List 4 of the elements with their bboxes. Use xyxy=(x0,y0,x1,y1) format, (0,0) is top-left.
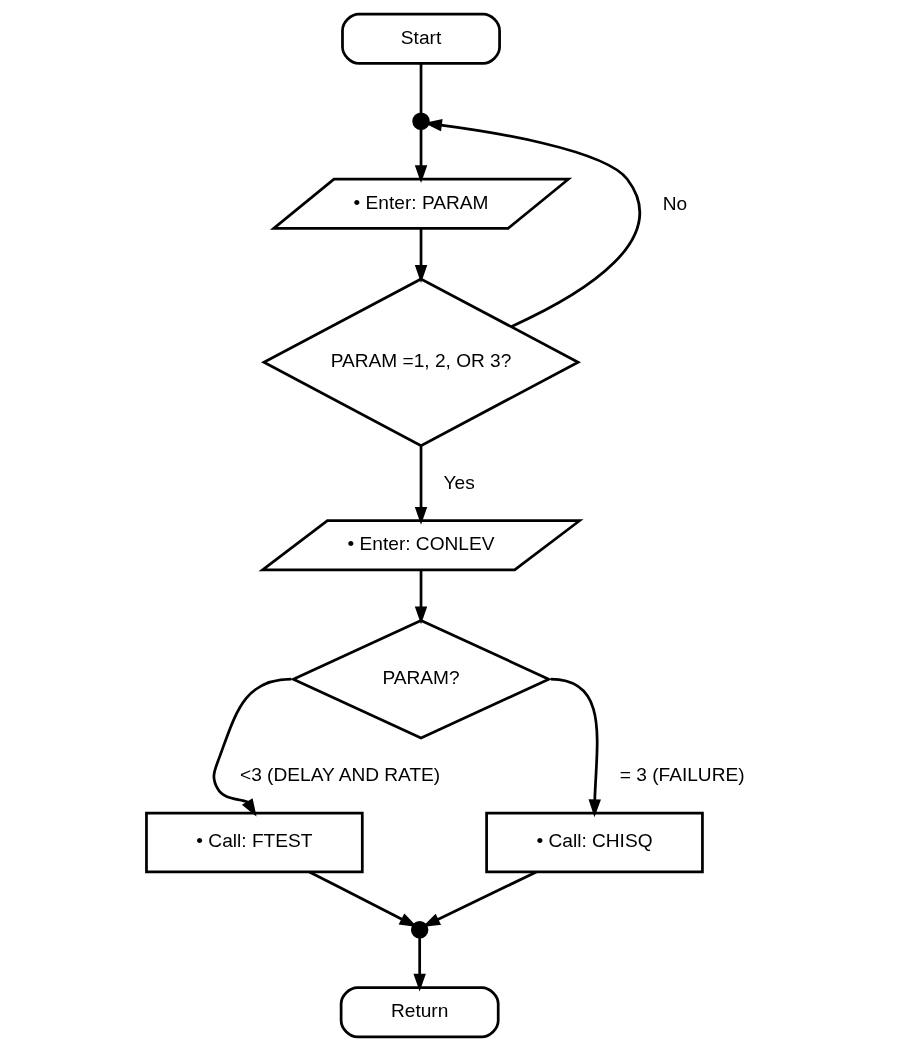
edge-label: Yes xyxy=(443,471,475,493)
edge-label: No xyxy=(662,192,687,214)
edge-label: = 3 (FAILURE) xyxy=(619,764,745,786)
edge-label: <3 (DELAY AND RATE) xyxy=(239,764,440,786)
